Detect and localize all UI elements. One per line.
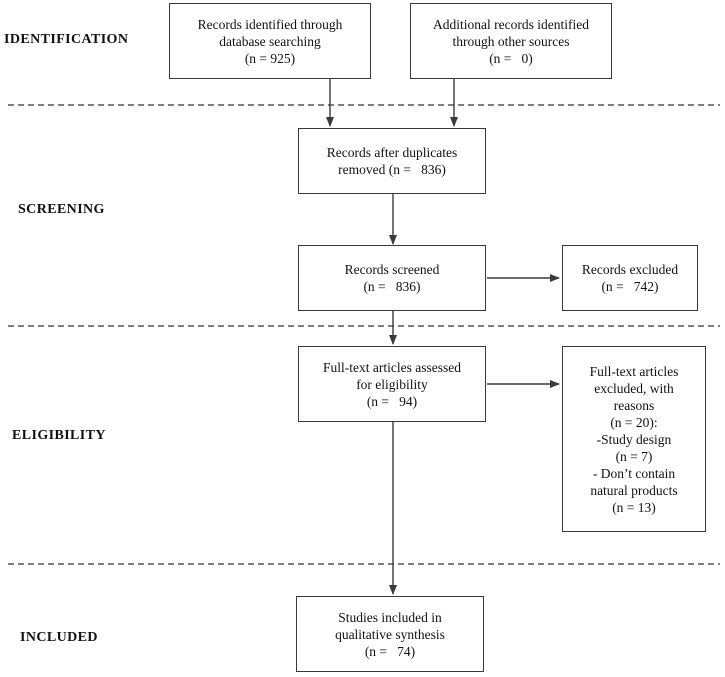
box-line: Full-text articles assessed (323, 359, 461, 375)
box-line: Additional records identified (433, 16, 589, 32)
box-line: removed (n = 836) (338, 162, 446, 177)
box-line: database searching (219, 33, 321, 49)
box-count: (n = 925) (244, 50, 296, 66)
box-line: reasons (613, 397, 655, 413)
box-count: (n = 20): (610, 414, 658, 430)
box-count: (n = 94) (366, 393, 418, 409)
records-screened-box: Records screened (n = 836) (298, 245, 486, 311)
stage-eligibility-label: ELIGIBILITY (12, 428, 106, 443)
records-excluded-box: Records excluded (n = 742) (562, 245, 698, 311)
box-line: Records after duplicates (326, 145, 458, 160)
records-identified-database-box: Records identified through database sear… (169, 3, 371, 79)
studies-included-box: Studies included in qualitative synthesi… (296, 596, 484, 672)
box-line: excluded, with (594, 380, 674, 396)
box-line: Records identified through (197, 16, 343, 32)
box-line: Studies included in (338, 609, 442, 625)
box-count: (n = 7) (615, 448, 653, 464)
box-line: -Study design (596, 431, 672, 447)
box-line: qualitative synthesis (335, 626, 445, 642)
records-after-duplicates-box: Records after duplicates removed (n = 83… (298, 128, 486, 194)
box-count: (n = 742) (601, 279, 659, 294)
box-line: - Don’t contain (592, 465, 676, 481)
box-line: for eligibility (356, 376, 428, 392)
box-count: (n = 836) (363, 279, 421, 294)
box-line: natural products (590, 482, 678, 498)
additional-records-other-sources-box: Additional records identified through ot… (410, 3, 612, 79)
stage-screening-label: SCREENING (18, 202, 105, 217)
box-line: through other sources (452, 33, 570, 49)
box-line: Records screened (344, 262, 440, 277)
stage-included-label: INCLUDED (20, 630, 98, 645)
box-count: (n = 13) (612, 499, 656, 515)
fulltext-excluded-box: Full-text articles excluded, with reason… (562, 346, 706, 532)
box-line: Full-text articles (589, 363, 679, 379)
box-count: (n = 0) (489, 50, 533, 66)
stage-identification-label: IDENTIFICATION (4, 32, 129, 47)
fulltext-assessed-box: Full-text articles assessed for eligibil… (298, 346, 486, 422)
box-count: (n = 74) (364, 643, 416, 659)
box-line: Records excluded (581, 262, 679, 277)
